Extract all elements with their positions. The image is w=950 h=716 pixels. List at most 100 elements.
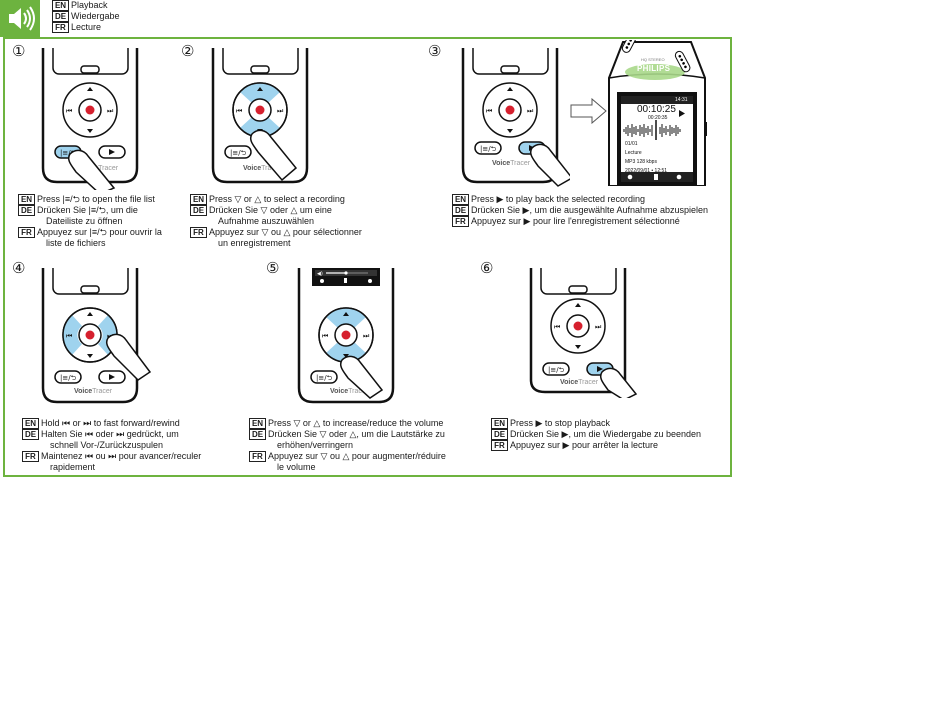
svg-text:⏮: ⏮: [66, 107, 72, 115]
instruction-text: Maintenez ⏮ ou ⏭ pour avancer/reculer: [41, 450, 202, 461]
instruction-text: Appuyez sur ▶ pour lire l'enregistrement…: [471, 216, 680, 226]
instruction-continuation: erhöhen/verringern: [277, 440, 354, 450]
instruction-continuation: schnell Vor-/Zurückzuspulen: [50, 440, 164, 450]
lang-tag: DE: [18, 205, 35, 216]
instruction-text: Appuyez sur |≡/⮌ pour ouvrir la: [37, 226, 162, 237]
lang-tag: DE: [22, 429, 39, 440]
instruction-text: Press ▶ to stop playback: [510, 418, 610, 428]
step-number-2: ②: [181, 43, 195, 60]
svg-text:VoiceTracer: VoiceTracer: [560, 379, 599, 386]
lang-tag: DE: [52, 11, 69, 22]
lang-tag: FR: [491, 440, 508, 451]
svg-text:|≡/⮌: |≡/⮌: [230, 149, 247, 157]
svg-text:VoiceTracer: VoiceTracer: [74, 388, 113, 395]
svg-text:|≡/⮌: |≡/⮌: [548, 366, 565, 374]
lang-tag: FR: [22, 450, 39, 462]
device-illustration-2: ⏮ ⏭ |≡/⮌ VoiceTracer: [211, 48, 309, 184]
lang-tag: FR: [190, 226, 207, 238]
screen-counter: 00:10:25: [637, 104, 676, 115]
svg-text:⏮: ⏮: [554, 323, 560, 331]
lang-tag: EN: [52, 0, 69, 11]
file-index: 01/01: [625, 141, 638, 147]
device-illustration-6: ⏮ ⏭ |≡/⮌ VoiceTracer: [529, 268, 638, 398]
instruction-continuation: Aufnahme auszuwählen: [218, 216, 315, 226]
instruction-text: Press |≡/⮌ to open the file list: [37, 194, 155, 204]
step-number-5: ⑤: [266, 260, 280, 277]
lang-tag: FR: [452, 216, 469, 227]
instruction-continuation: liste de fichiers: [46, 237, 106, 248]
instruction-text: Appuyez sur ▽ ou △ pour augmenter/réduir…: [268, 450, 446, 461]
file-format: MP3 128 kbps: [625, 159, 657, 165]
title-text: Playback: [71, 0, 108, 10]
step-number-4: ④: [12, 260, 26, 277]
device-illustration-3: ⏮ ⏭ |≡/⮌ VoiceTracer: [461, 48, 570, 187]
title-text: Lecture: [71, 22, 102, 32]
lang-tag: EN: [452, 194, 469, 205]
step-number-1: ①: [12, 43, 26, 60]
svg-text:⏭: ⏭: [277, 107, 284, 115]
screen-file-info: 01/01 Lecture MP3 128 kbps 2022/09/01 • …: [625, 140, 667, 176]
device-top-label: HQ STEREO: [641, 57, 665, 62]
lang-tag: EN: [491, 418, 508, 429]
instruction-text: Drücken Sie ▶, um die Wiedergabe zu been…: [510, 429, 702, 439]
arrow-right-icon: [570, 98, 607, 124]
lang-tag: DE: [190, 205, 207, 216]
svg-text:◀): ◀): [317, 271, 323, 277]
instruction-text: Appuyez sur ▶ pour arrêter la lecture: [510, 440, 658, 450]
step-number-6: ⑥: [480, 260, 494, 277]
device-illustration-4: ⏮ ⏭ |≡/⮌ VoiceTracer: [41, 268, 152, 404]
instruction-text: Hold ⏮ or ⏭ to fast forward/rewind: [41, 418, 180, 428]
svg-text:VoiceTracer: VoiceTracer: [330, 388, 369, 395]
lang-tag: DE: [249, 429, 266, 440]
instruction-text: Drücken Sie ▽ oder △, um die Lautstärke …: [268, 429, 445, 439]
instruction-text: Drücken Sie ▽ oder △ um eine: [209, 205, 332, 215]
svg-text:VoiceTracer: VoiceTracer: [492, 160, 531, 167]
svg-text:⏭: ⏭: [595, 323, 602, 331]
svg-text:⏭: ⏭: [363, 332, 370, 340]
instruction-continuation: le volume: [277, 461, 316, 472]
instruction-text: Drücken Sie |≡/⮌, um die: [37, 205, 138, 215]
brand-logo: PHILIPS: [637, 64, 671, 73]
speaker-icon: [9, 6, 35, 31]
lang-tag: EN: [190, 194, 207, 205]
svg-text:⏭: ⏭: [107, 107, 114, 115]
instruction-text: Drücken Sie ▶, um die ausgewählte Aufnah…: [471, 205, 709, 215]
instruction-continuation: Dateiliste zu öffnen: [46, 216, 123, 226]
svg-text:VoiceTracer: VoiceTracer: [80, 165, 119, 172]
playback-mode: Lecture: [625, 150, 642, 156]
svg-text:⏮: ⏮: [322, 332, 328, 340]
instruction-text: Press ▽ or △ to select a recording: [209, 194, 345, 204]
file-date: 2022/09/01 • 12:51: [625, 168, 668, 174]
lang-tag: FR: [18, 226, 35, 238]
svg-text:⏮: ⏮: [486, 107, 492, 115]
screen-clock: 14:31: [675, 97, 688, 103]
svg-text:|≡/⮌: |≡/⮌: [60, 149, 77, 157]
device-front-view: HQ STEREO PHILIPS 14:31 00:10:25 00:20:3…: [607, 40, 707, 186]
svg-text:⏮: ⏮: [236, 107, 242, 115]
instruction-text: Halten Sie ⏮ oder ⏭ gedrückt, um: [41, 429, 179, 439]
lang-tag: EN: [249, 418, 266, 429]
device-illustration-1: ⏮ ⏭ |≡/⮌ VoiceTracer: [41, 48, 139, 190]
instruction-continuation: rapidement: [50, 461, 96, 472]
lang-tag: FR: [52, 22, 69, 33]
svg-text:⏭: ⏭: [527, 107, 534, 115]
svg-text:|≡/⮌: |≡/⮌: [316, 374, 333, 382]
screen-elapsed: 00:20:35: [648, 115, 668, 121]
lang-tag: EN: [18, 194, 35, 205]
instruction-text: Press ▽ or △ to increase/reduce the volu…: [268, 418, 444, 428]
instruction-text: Appuyez sur ▽ ou △ pour sélectionner: [209, 226, 362, 237]
lang-tag: DE: [452, 205, 469, 216]
instruction-continuation: un enregistrement: [218, 237, 291, 248]
svg-text:|≡/⮌: |≡/⮌: [60, 374, 77, 382]
instructions-frame: [3, 37, 732, 477]
step-number-3: ③: [428, 43, 442, 60]
